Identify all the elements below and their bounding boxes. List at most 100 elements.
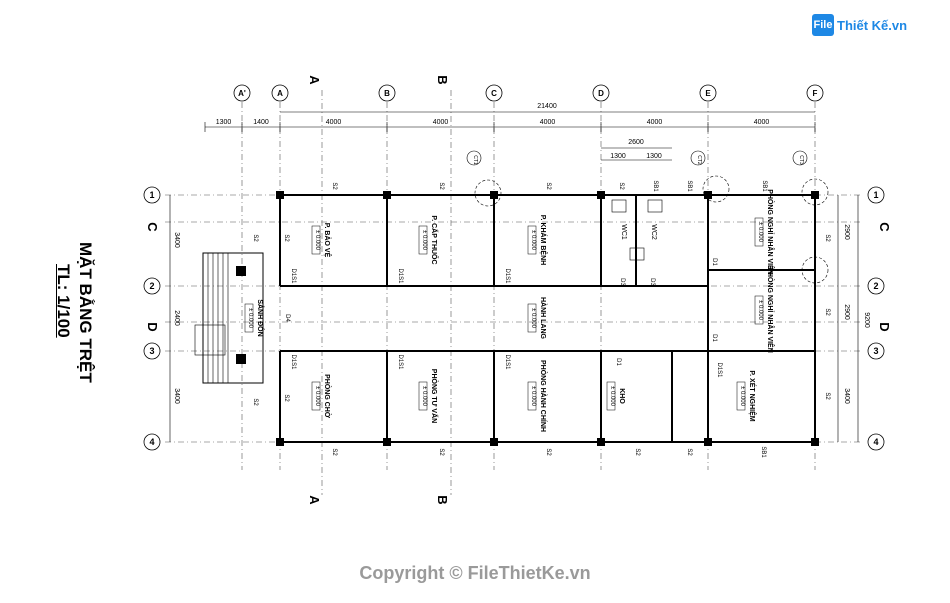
section-mark-c: C bbox=[877, 222, 892, 232]
window-tag: S2 bbox=[252, 234, 258, 242]
axis-bubble-5 bbox=[699, 84, 717, 102]
copyright-notice: Copyright © FileThietKe.vn bbox=[359, 563, 591, 583]
dim-left-value: 3400 bbox=[173, 232, 180, 248]
level-box bbox=[527, 225, 537, 255]
room-name: P. BẢO VỆ bbox=[323, 223, 332, 258]
room-level: ± 0.000 bbox=[609, 386, 615, 407]
column bbox=[236, 266, 246, 276]
column bbox=[597, 191, 605, 199]
level-box bbox=[754, 217, 764, 247]
dim-total: 21400 bbox=[537, 103, 557, 110]
detail-ring bbox=[801, 178, 829, 206]
dim-top-value: 4000 bbox=[754, 119, 770, 126]
room-level: ± 0.000 bbox=[530, 386, 536, 407]
section-mark-b: B bbox=[435, 75, 450, 84]
window-tag: SB1 bbox=[761, 180, 767, 192]
column bbox=[811, 191, 819, 199]
wc-label: WC1 bbox=[620, 224, 627, 240]
section-mark-c: C bbox=[145, 222, 160, 232]
dim-right-total: 9200 bbox=[863, 312, 870, 328]
detail-ring bbox=[801, 256, 829, 284]
dim-wc-total: 2600 bbox=[628, 139, 644, 146]
room-name: P. CẤP THUỐC bbox=[430, 215, 440, 264]
level-box bbox=[311, 225, 321, 255]
door-tag: D3 bbox=[619, 278, 625, 286]
column bbox=[236, 354, 246, 364]
room-level: ± 0.000 bbox=[739, 386, 745, 407]
detail-bubble bbox=[690, 150, 706, 166]
level-box bbox=[606, 381, 616, 411]
room-name: HÀNH LANG bbox=[539, 297, 548, 340]
axis-bubble-side bbox=[867, 186, 885, 204]
axis-label: D bbox=[598, 89, 604, 98]
site-logo: File Thiết Kế.vn bbox=[812, 14, 907, 36]
door-tag: D1 bbox=[711, 334, 717, 342]
door-tag: D1S1 bbox=[397, 268, 403, 284]
window-tag: SB1 bbox=[686, 180, 692, 192]
column bbox=[704, 438, 712, 446]
detail-ring bbox=[474, 179, 502, 207]
axis-bubble-side bbox=[867, 277, 885, 295]
axis-bubble-6 bbox=[806, 84, 824, 102]
room-name: PHÒNG TƯ VẤN bbox=[430, 369, 440, 423]
column bbox=[490, 438, 498, 446]
window-tag: S2 bbox=[824, 392, 830, 400]
door-tag: D1S1 bbox=[397, 354, 403, 370]
column bbox=[383, 191, 391, 199]
axis-label: A' bbox=[238, 89, 246, 98]
room-level: ± 0.000 bbox=[421, 230, 427, 251]
detail-tag: CT1 bbox=[472, 155, 478, 165]
axis-bubble-0 bbox=[233, 84, 251, 102]
door-tag: D1 bbox=[711, 258, 717, 266]
dim-top-value: 1400 bbox=[253, 119, 269, 126]
detail-bubble bbox=[466, 150, 482, 166]
room-name: KHO bbox=[618, 388, 625, 404]
axis-label: E bbox=[705, 89, 711, 98]
door-tag: D4 bbox=[284, 314, 290, 322]
axis-label: 1 bbox=[149, 190, 154, 200]
window-tag: S2 bbox=[634, 448, 640, 456]
level-box bbox=[418, 225, 428, 255]
section-mark-d: D bbox=[145, 322, 160, 331]
column bbox=[597, 438, 605, 446]
column bbox=[383, 438, 391, 446]
column bbox=[811, 438, 819, 446]
column bbox=[704, 191, 712, 199]
window-tag: S2 bbox=[545, 448, 551, 456]
axis-bubble-1 bbox=[271, 84, 289, 102]
room-level: ± 0.000 bbox=[314, 386, 320, 407]
column bbox=[490, 191, 498, 199]
logo-name: Thiết Kế.vn bbox=[837, 17, 908, 33]
window-tag: S2 bbox=[283, 394, 289, 402]
axis-label: 4 bbox=[873, 437, 878, 447]
axis-bubble-side bbox=[867, 342, 885, 360]
window-tag: S2 bbox=[545, 182, 551, 190]
level-box bbox=[527, 303, 537, 333]
toilet bbox=[647, 199, 663, 213]
room-level: ± 0.000 bbox=[757, 222, 763, 243]
room-name: PHÒNG NGHỈ NHÂN VIÊN bbox=[766, 189, 775, 275]
detail-bubble bbox=[792, 150, 808, 166]
room-name: PHÒNG NGHỈ NHÂN VIÊN bbox=[766, 267, 775, 353]
axis-label: 2 bbox=[873, 281, 878, 291]
room-name: PHÒNG HÀNH CHÍNH bbox=[539, 360, 548, 432]
room-name: P. XÉT NGHIỆM bbox=[748, 370, 757, 421]
axis-bubble-side bbox=[143, 433, 161, 451]
axis-label: B bbox=[384, 89, 390, 98]
room-level: ± 0.000 bbox=[530, 308, 536, 329]
room-name: SẢNH ĐÓN bbox=[256, 299, 265, 336]
window-tag: S2 bbox=[686, 448, 692, 456]
door-tag: D1S1 bbox=[290, 354, 296, 370]
column bbox=[276, 191, 284, 199]
axis-bubble-side bbox=[143, 277, 161, 295]
section-mark-a: A bbox=[307, 75, 322, 85]
stair-grid bbox=[194, 324, 226, 356]
axis-bubble-side bbox=[867, 433, 885, 451]
door-tag: D1 bbox=[615, 358, 621, 366]
axis-label: F bbox=[813, 89, 818, 98]
level-box bbox=[527, 381, 537, 411]
window-tag: SB1 bbox=[760, 446, 766, 458]
dim-wc-part: 1300 bbox=[646, 153, 662, 160]
dim-right-value: 2900 bbox=[843, 224, 850, 240]
